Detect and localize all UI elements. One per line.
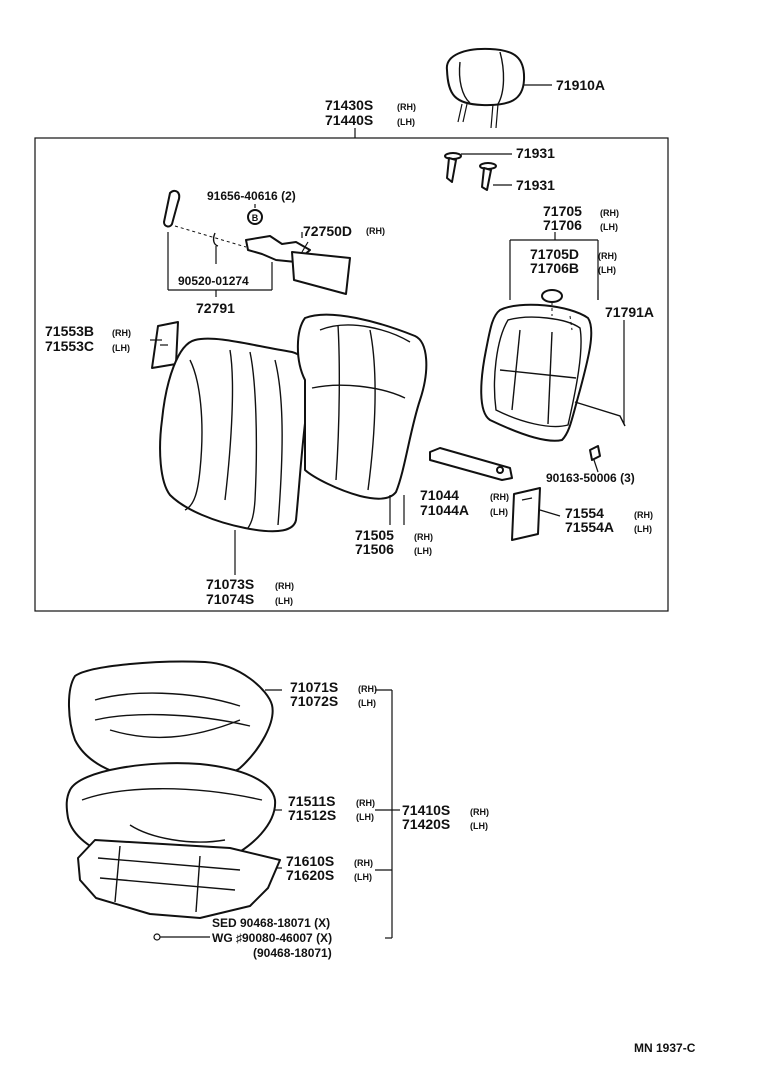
headrest-part: [445, 47, 552, 129]
label-71440S: 71440S: [325, 112, 373, 128]
label-71706: 71706: [543, 217, 582, 233]
lh-tag: (LH): [354, 872, 372, 882]
rh-tag: (RH): [634, 510, 653, 520]
seatback-cover: [296, 313, 428, 525]
bolt-part: [589, 445, 601, 473]
label-71505: 71505: [355, 527, 394, 543]
lh-tag: (LH): [275, 596, 293, 606]
label-72750D: 72750D: [303, 223, 352, 239]
label-71410S: 71410S: [402, 802, 450, 818]
lh-tag: (LH): [470, 821, 488, 831]
label-71705D: 71705D: [530, 246, 579, 262]
label-71554A: 71554A: [565, 519, 614, 535]
lh-tag: (LH): [112, 343, 130, 353]
label-71553C: 71553C: [45, 338, 94, 354]
footer-code: MN 1937-C: [634, 1041, 696, 1055]
label-71910A: 71910A: [556, 77, 605, 93]
label-71420S: 71420S: [402, 816, 450, 832]
lh-tag: (LH): [490, 507, 508, 517]
label-71931-a: 71931: [516, 145, 555, 161]
rh-tag: (RH): [490, 492, 509, 502]
rh-tag: (RH): [470, 807, 489, 817]
label-sed-note: SED 90468-18071 (X): [212, 916, 330, 930]
headrest-guides: [444, 152, 512, 191]
label-wg-note: WG ♯90080-46007 (X): [212, 931, 332, 945]
seatback-assembly: [159, 337, 312, 533]
label-71430S: 71430S: [325, 97, 373, 113]
hinge-bar: [429, 447, 513, 481]
rh-tag: (RH): [358, 684, 377, 694]
seat-spring-frame: [77, 839, 282, 919]
label-71074S: 71074S: [206, 591, 254, 607]
lh-tag: (LH): [634, 524, 652, 534]
rh-tag: (RH): [354, 858, 373, 868]
rh-tag: (RH): [414, 532, 433, 542]
lh-tag: (LH): [358, 698, 376, 708]
label-71706B: 71706B: [530, 260, 579, 276]
lh-tag: (LH): [598, 265, 616, 275]
recliner-lever: B: [163, 189, 351, 297]
label-71073S: 71073S: [206, 576, 254, 592]
rh-tag: (RH): [397, 102, 416, 112]
label-71044A: 71044A: [420, 502, 469, 518]
label-wg-alt: (90468-18071): [253, 946, 332, 960]
rh-tag: (RH): [275, 581, 294, 591]
rh-tag: (RH): [112, 328, 131, 338]
label-71610S: 71610S: [286, 853, 334, 869]
lh-tag: (LH): [600, 222, 618, 232]
label-91656: 91656-40616 (2): [207, 189, 296, 203]
rh-tag: (RH): [356, 798, 375, 808]
label-71511S: 71511S: [288, 793, 336, 809]
lh-tag: (LH): [414, 546, 432, 556]
side-cover: [511, 487, 561, 541]
label-71044: 71044: [420, 487, 459, 503]
label-71506: 71506: [355, 541, 394, 557]
rh-tag: (RH): [598, 251, 617, 261]
rh-tag: (RH): [366, 226, 385, 236]
label-71705: 71705: [543, 203, 582, 219]
lh-tag: (LH): [356, 812, 374, 822]
upper-assembly-frame: [34, 137, 669, 612]
label-71072S: 71072S: [290, 693, 338, 709]
label-71071S: 71071S: [290, 679, 338, 695]
lh-tag: (LH): [397, 117, 415, 127]
rh-tag: (RH): [600, 208, 619, 218]
label-71931-b: 71931: [516, 177, 555, 193]
label-71554: 71554: [565, 505, 604, 521]
side-shield: [151, 321, 179, 369]
seat-cushion: [67, 660, 282, 783]
label-71791A: 71791A: [605, 304, 654, 320]
seatback-frame: [480, 232, 626, 442]
label-90163: 90163-50006 (3): [546, 471, 635, 485]
label-71512S: 71512S: [288, 807, 336, 823]
label-71620S: 71620S: [286, 867, 334, 883]
circle-b-label: B: [252, 213, 259, 223]
label-72791: 72791: [196, 300, 235, 316]
label-90520: 90520-01274: [178, 274, 249, 288]
label-71553B: 71553B: [45, 323, 94, 339]
